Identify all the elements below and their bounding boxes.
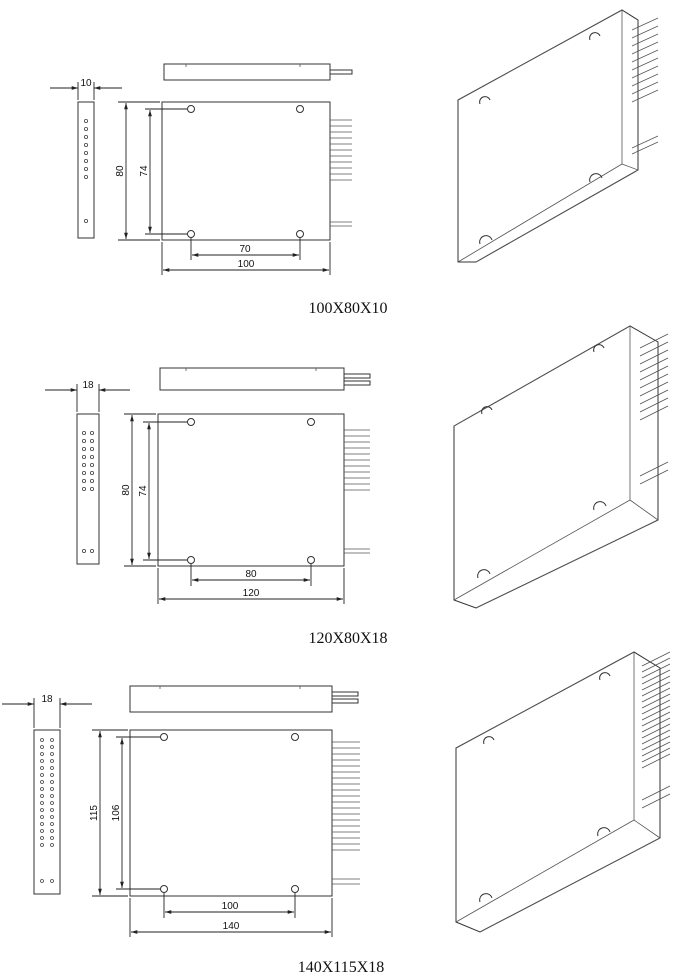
module-3-isometric-view [455, 651, 671, 933]
module-2-hole-pitch-v-label: 74 [138, 485, 149, 497]
module-2: 18 [45, 325, 669, 647]
module-1-top-view [163, 63, 353, 81]
module-3-thickness-label: 18 [41, 694, 53, 705]
module-3-hole-pitch-h-label: 100 [222, 901, 239, 912]
module-1-height-label: 80 [115, 165, 126, 177]
module-3-top-view [129, 685, 359, 713]
module-2-thickness-label: 18 [82, 380, 94, 391]
module-2-width-label: 120 [243, 588, 260, 599]
module-2-front-view: 80 74 80 120 [121, 413, 370, 604]
module-1-isometric-view [457, 9, 659, 263]
module-3-side-view: 18 [2, 694, 92, 895]
module-3-caption: 140X115X18 [298, 959, 385, 976]
module-2-isometric-view [453, 325, 669, 609]
module-3: 18 [2, 651, 671, 976]
module-2-top-view [159, 367, 371, 391]
module-1-front-view: 80 74 70 100 [115, 101, 352, 275]
module-2-side-view: 18 [45, 380, 130, 565]
module-3-hole-pitch-v-label: 106 [111, 804, 122, 821]
module-2-caption: 120X80X18 [308, 630, 387, 647]
module-1-side-view: 10 [50, 78, 122, 239]
module-3-height-label: 115 [89, 805, 100, 821]
module-2-height-label: 80 [121, 484, 132, 496]
module-1: 10 [50, 9, 659, 317]
module-1-thickness-label: 10 [80, 78, 92, 89]
module-3-width-label: 140 [223, 921, 240, 932]
module-2-hole-pitch-h-label: 80 [245, 569, 257, 580]
module-1-width-label: 100 [238, 259, 255, 270]
module-3-front-view: 115 106 100 140 [89, 729, 360, 937]
module-1-caption: 100X80X10 [308, 300, 387, 317]
module-1-hole-pitch-h-label: 70 [239, 244, 251, 255]
module-1-hole-pitch-v-label: 74 [139, 165, 150, 177]
